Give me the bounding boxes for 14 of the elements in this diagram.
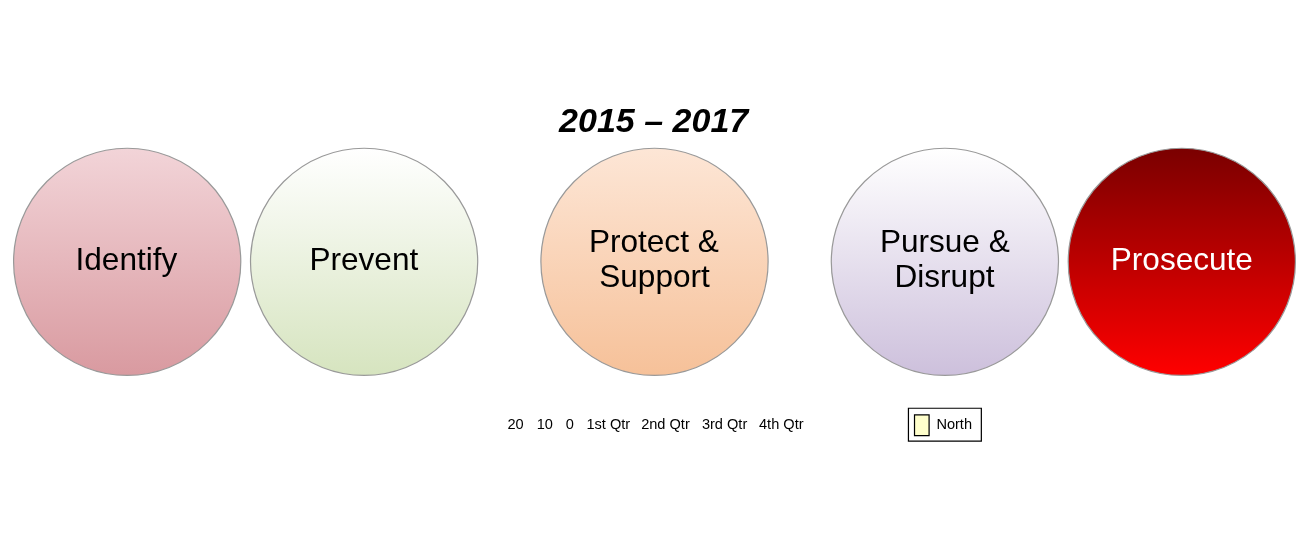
label: 3rd Qtr (701, 416, 748, 433)
node-circle: Prevent (249, 147, 479, 377)
label: 10 (536, 416, 553, 433)
node-circle: Identify (12, 147, 242, 377)
label: 0 (565, 416, 574, 433)
label: 20 (507, 416, 524, 433)
diagram-title: 2015 – 2017 (559, 100, 749, 139)
label: 1st Qtr (586, 416, 631, 433)
legend-label: North (936, 416, 973, 433)
node-circle: Pursue & Disrupt (830, 147, 1060, 377)
node-circle: Prosecute (1067, 147, 1297, 377)
label: 2nd Qtr (641, 416, 690, 433)
node-circle: Protect & Support (540, 147, 769, 377)
label: 4th Qtr (758, 416, 804, 433)
